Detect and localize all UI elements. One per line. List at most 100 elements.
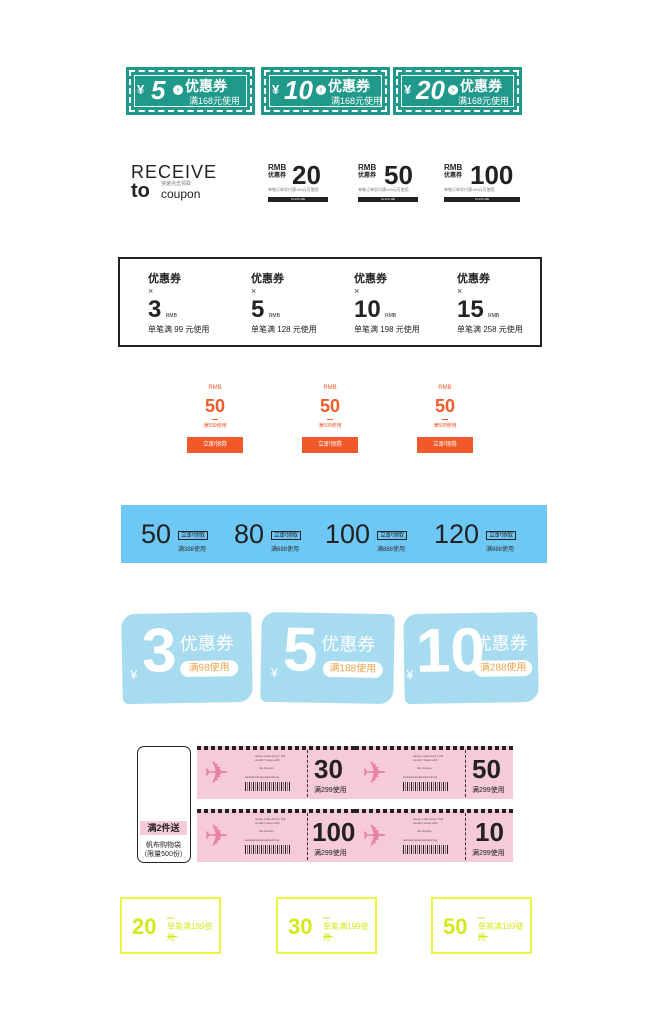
- rmb-label: RMB: [323, 385, 337, 391]
- teal-coupon-20[interactable]: ¥ 20 › 优惠券 满168元使用: [393, 67, 522, 115]
- claim-button[interactable]: 立即领取: [178, 531, 209, 540]
- orange-coupon-1: RMB 50 满599使用 立即领券: [187, 385, 243, 453]
- ticket-text: the houses: [417, 829, 432, 833]
- rmb-sub: 优惠券: [358, 173, 377, 179]
- perforation: [465, 750, 466, 797]
- yellow-coupon-20[interactable]: 20 RMB 单笔满199使用: [120, 897, 221, 954]
- times-icon: ×: [457, 286, 463, 296]
- coupon-value: 50: [434, 396, 456, 416]
- coupon-label: 优惠券: [328, 78, 370, 94]
- click-me-button[interactable]: CLICK ME: [358, 197, 418, 202]
- promo-side-card[interactable]: 满2件送 帆布购物袋 （限量500份）: [137, 746, 191, 863]
- receive-title: RECEIVE: [131, 162, 218, 182]
- coupon-condition: 满599使用: [433, 423, 457, 429]
- box-coupon-10[interactable]: 优惠券 × 10 RMB 单笔满 198 元使用: [354, 270, 420, 335]
- rmb-card-50[interactable]: RMB 优惠券 50 单笔订单实付满100元可使用 CLICK ME: [358, 160, 418, 202]
- claim-button[interactable]: 立即领券: [302, 437, 358, 453]
- teal-coupon-5[interactable]: ¥ 5 › 优惠券 满168元使用: [126, 67, 255, 115]
- receive-to: to: [131, 180, 150, 202]
- coupon-value: 3: [148, 296, 162, 323]
- coupon-label: 优惠券: [473, 633, 528, 654]
- rmb-card-100[interactable]: RMB 优惠券 100 单笔订单实付满100元可使用 CLICK ME: [444, 160, 520, 202]
- box-coupon-5[interactable]: 优惠券 × 5 RMB 单笔满 128 元使用: [251, 270, 317, 335]
- arrow-icon: ›: [448, 85, 458, 95]
- coupon-condition: 满299使用: [472, 850, 505, 857]
- claim-button[interactable]: 立即领券: [417, 437, 473, 453]
- coupon-box: 优惠券 × 3 RMB 单笔满 99 元使用 优惠券 × 5 RMB 单笔满 1…: [118, 257, 542, 347]
- ticket-text: website/designedcloshing: [403, 775, 438, 779]
- coupon-label: 优惠券: [460, 78, 502, 94]
- coupon-condition: 单笔满 198 元使用: [354, 325, 420, 334]
- underline: [323, 936, 333, 937]
- coupon-condition: 单笔满 258 元使用: [457, 325, 523, 334]
- ticket-stripe: [355, 746, 513, 750]
- promo-badge: 满2件送: [140, 821, 187, 835]
- rmb-note: 单笔订单实付满100元可使用: [444, 187, 495, 192]
- click-me-button[interactable]: CLICK ME: [268, 197, 328, 202]
- coupon-value: 10: [284, 75, 313, 105]
- coupon-value: 5: [251, 296, 265, 323]
- divider: [212, 419, 218, 420]
- blue-coupon-bar: 50 立即领取 满388使用 80 立即领取 满688使用 100 立即领取 满…: [121, 505, 547, 563]
- claim-button[interactable]: 立即领券: [187, 437, 243, 453]
- rmb-sub: 优惠券: [444, 173, 463, 179]
- blob-coupon-5[interactable]: ¥ 5 优惠券 满188使用: [260, 611, 395, 705]
- coupon-value: 100: [325, 519, 371, 549]
- coupon-condition: 满168元使用: [458, 96, 510, 106]
- underline: [167, 936, 177, 937]
- coupon-label: 优惠券: [321, 633, 376, 655]
- coupon-condition: 单笔满199使用: [167, 922, 213, 942]
- coupon-value: 50: [204, 396, 226, 416]
- rmb-value: 20: [292, 160, 321, 190]
- coupon-condition: 满988使用: [486, 547, 515, 553]
- ticket-text: website/designedcloshing: [245, 775, 280, 779]
- coupon-condition: 满888使用: [377, 547, 406, 553]
- box-coupon-15[interactable]: 优惠券 × 15 RMB 单笔满 258 元使用: [457, 270, 523, 335]
- rmb-label: RMB: [358, 163, 377, 172]
- arrow-icon: ›: [316, 85, 326, 95]
- click-me-button[interactable]: CLICK ME: [444, 197, 520, 202]
- rmb-label: RMB: [208, 385, 222, 391]
- airplane-icon: ✈: [362, 820, 388, 853]
- times-icon: ×: [251, 286, 257, 296]
- coupon-condition: 单笔满 128 元使用: [251, 325, 317, 334]
- yen-symbol: ¥: [270, 665, 279, 681]
- yellow-coupon-50[interactable]: 50 RMB 单笔满199使用: [431, 897, 532, 954]
- times-icon: ×: [354, 286, 360, 296]
- coupon-condition: 满299使用: [314, 850, 347, 857]
- underline: [478, 936, 488, 937]
- claim-button[interactable]: 立即领取: [271, 531, 302, 540]
- rmb-label: RMB: [323, 916, 330, 920]
- barcode-icon: [403, 845, 449, 854]
- coupon-label: 优惠券: [354, 273, 387, 285]
- rmb-note: 单笔订单实付满100元可使用: [358, 187, 409, 192]
- box-coupon-3[interactable]: 优惠券 × 3 RMB 单笔满 99 元使用: [148, 270, 209, 335]
- yen-symbol: ¥: [404, 82, 412, 97]
- coupon-value: 30: [288, 914, 313, 939]
- rmb-label: RMB: [167, 916, 174, 920]
- airplane-icon: ✈: [204, 757, 230, 790]
- yellow-coupon-30[interactable]: 30 RMB 单笔满199使用: [276, 897, 377, 954]
- teal-coupon-10[interactable]: ¥ 10 › 优惠券 满168元使用: [261, 67, 390, 115]
- divider: [442, 419, 448, 420]
- coupon-value: 10: [354, 296, 381, 323]
- coupon-value: 50: [443, 914, 468, 939]
- perforation: [465, 813, 466, 860]
- orange-coupon-3: RMB 50 满599使用 立即领券: [417, 385, 473, 453]
- ticket-text: the houses: [259, 829, 274, 833]
- rmb-card-20[interactable]: RMB 优惠券 20 单笔订单实付满100元可使用 CLICK ME: [268, 160, 328, 202]
- blob-coupon-3[interactable]: ¥ 3 优惠券 满98使用: [121, 611, 253, 705]
- blob-coupon-10[interactable]: ¥ 10 优惠券 满288使用: [403, 611, 539, 705]
- claim-button[interactable]: 立即领取: [377, 531, 408, 540]
- ticket-text: website/designedcloshing: [245, 838, 280, 842]
- coupon-label: 优惠券: [185, 78, 227, 94]
- claim-button[interactable]: 立即领取: [486, 531, 517, 540]
- coupon-value: 3: [141, 616, 177, 686]
- promo-item: 帆布购物袋: [146, 842, 181, 849]
